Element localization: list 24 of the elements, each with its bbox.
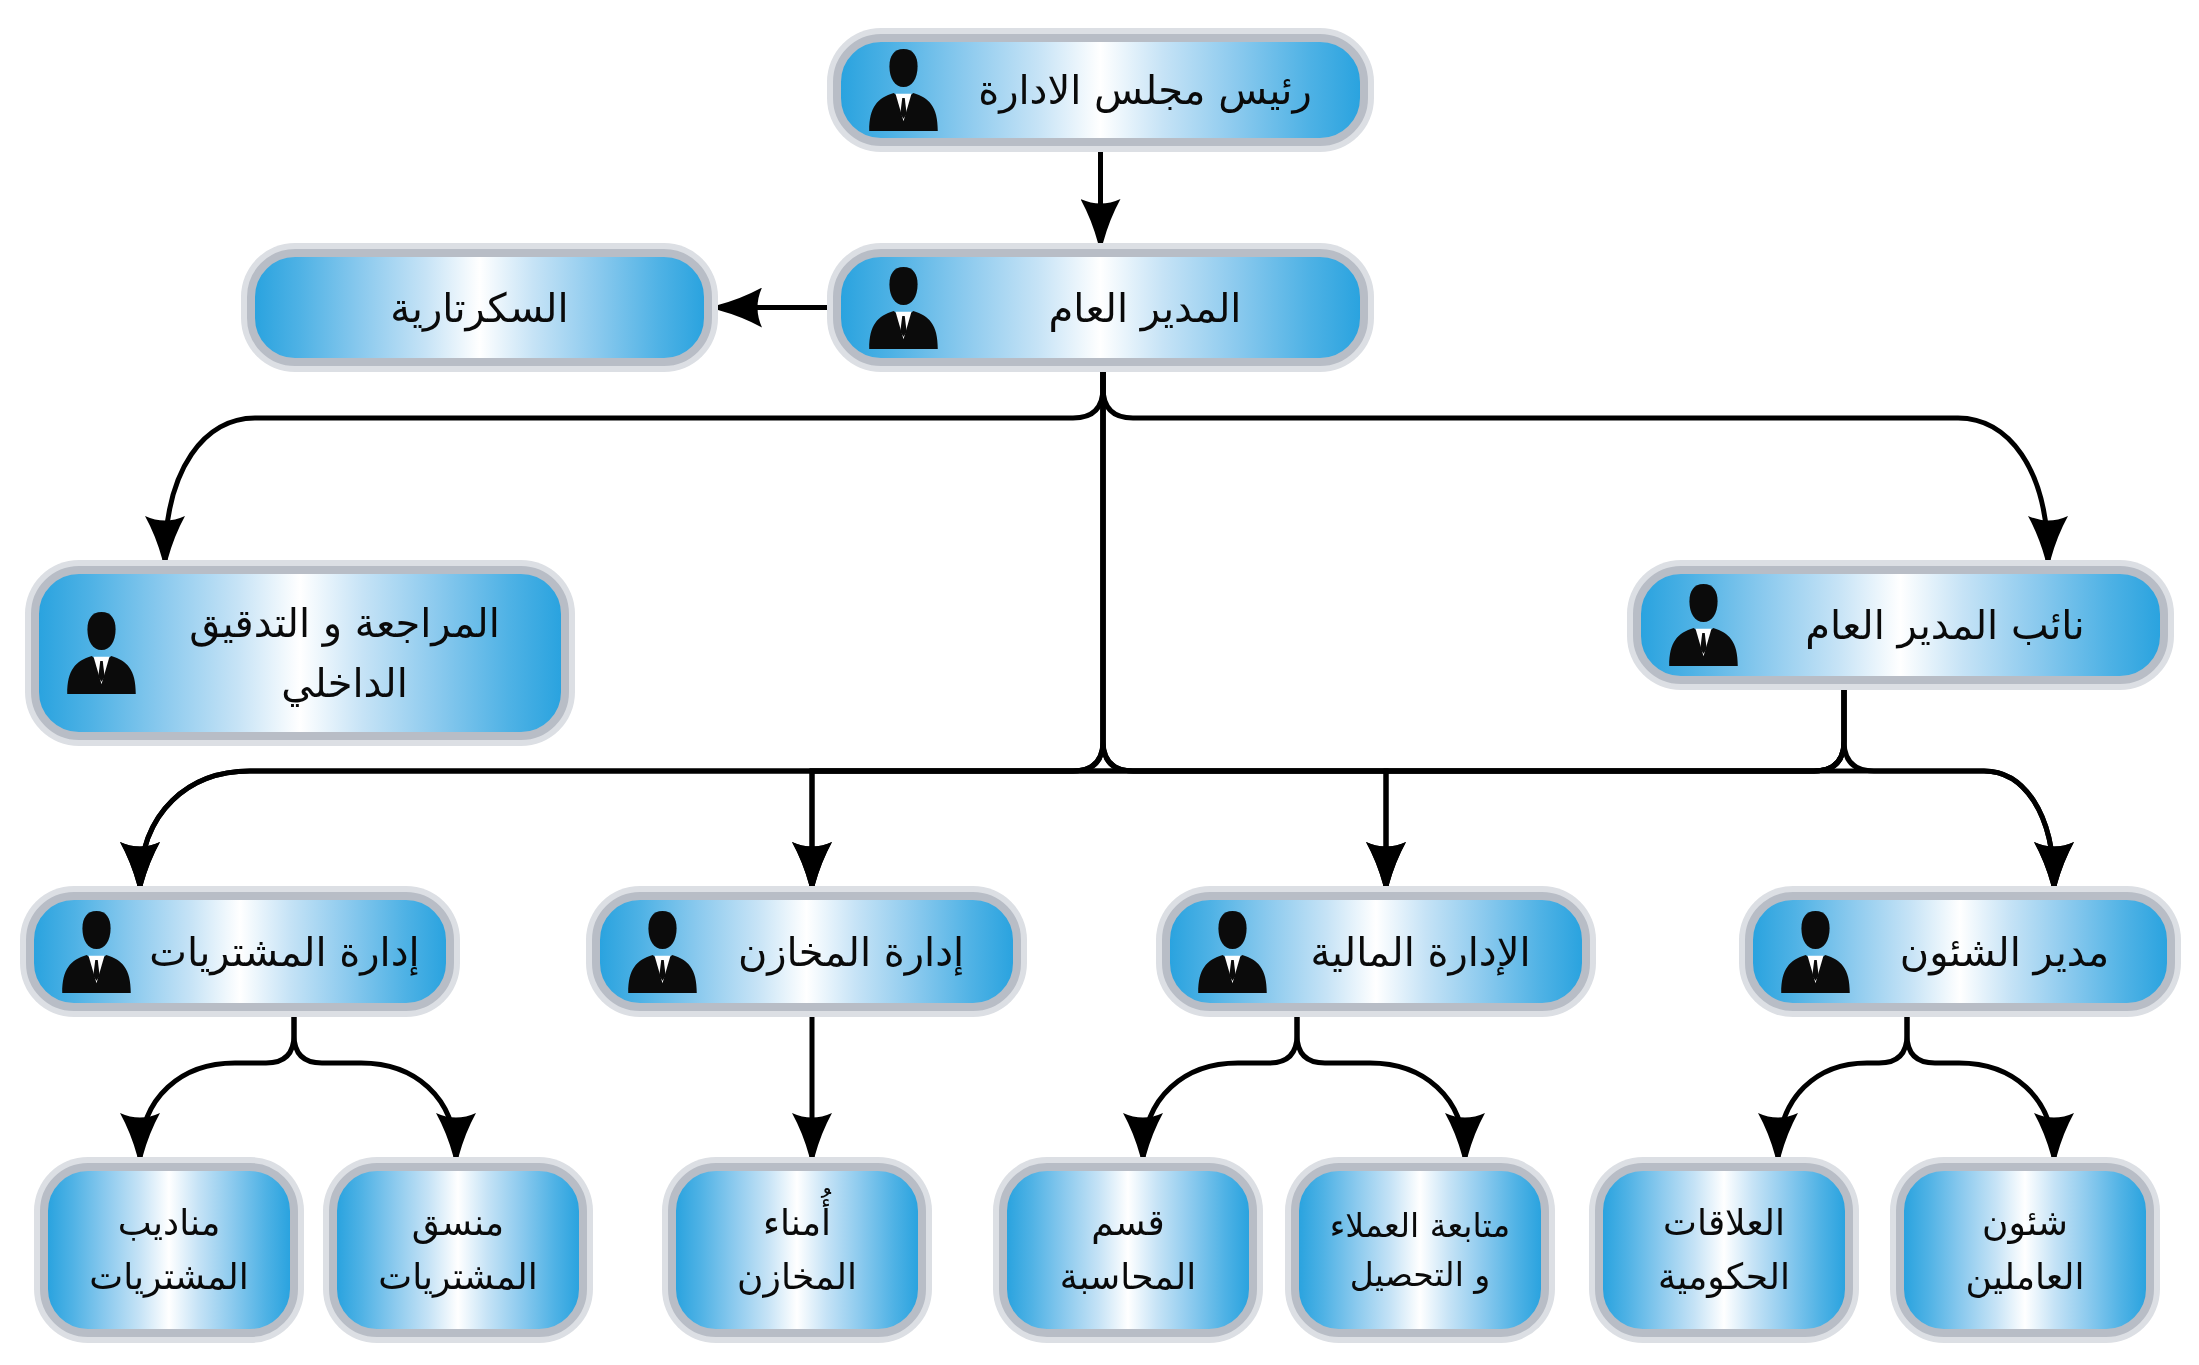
node-label: إدارة المخازن bbox=[736, 927, 966, 978]
node-label: السكرتارية bbox=[389, 283, 570, 334]
node-label: قسم المحاسبة bbox=[1058, 1201, 1198, 1299]
rounded-box bbox=[1589, 1157, 1859, 1343]
node-label: المراجعة و التدقيق الداخلي bbox=[188, 599, 501, 709]
rounded-box bbox=[323, 1157, 593, 1343]
node-label: شئون العاملين bbox=[1964, 1201, 2086, 1300]
node-label: إدارة المشتريات bbox=[148, 927, 421, 978]
rounded-box bbox=[25, 560, 575, 746]
node-label: أُمناء المخازن bbox=[697, 1188, 897, 1312]
rounded-box bbox=[34, 1157, 304, 1343]
rounded-box bbox=[1285, 1157, 1555, 1343]
node-label: العلاقات الحكومية bbox=[1656, 1201, 1792, 1300]
rounded-box bbox=[1890, 1157, 2160, 1343]
rounded-box bbox=[662, 1157, 932, 1343]
node-label: المدير العام bbox=[1047, 283, 1243, 334]
node-label: منسق المشتريات bbox=[377, 1201, 539, 1300]
node-label: رئيس مجلس الادارة bbox=[977, 66, 1313, 116]
node-label: متابعة العملاء و التحصيل bbox=[1328, 1204, 1512, 1296]
node-label: نائب المدير العام bbox=[1804, 601, 2086, 651]
node-label: مناديب المشتريات bbox=[88, 1201, 250, 1300]
node-label: الإدارة المالية bbox=[1309, 927, 1532, 978]
node-label: مدير الشئون bbox=[1898, 927, 2111, 978]
rounded-box bbox=[993, 1157, 1263, 1343]
